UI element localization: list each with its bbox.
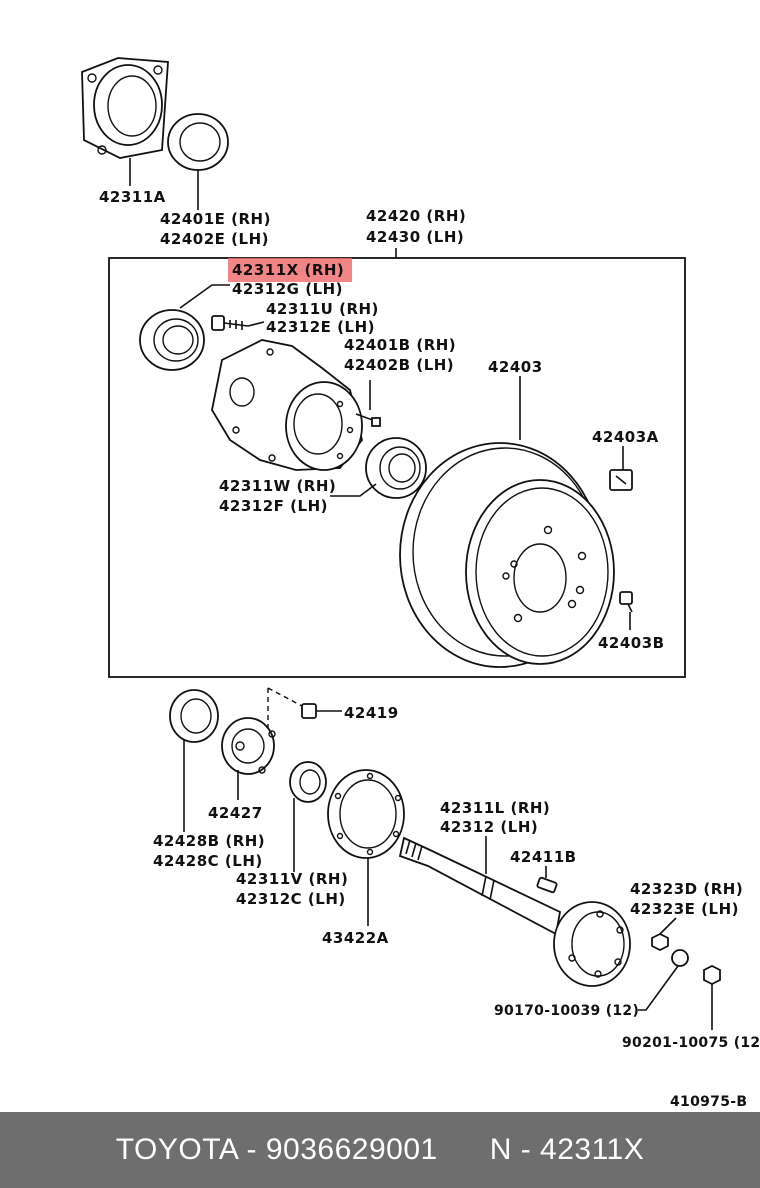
label-42312C: 42312C (LH): [236, 890, 346, 908]
highlight-42311X: [228, 258, 352, 282]
bearing-inner-part: [365, 437, 427, 499]
footer-bar: TOYOTA - 9036629001 N - 42311X: [0, 1112, 760, 1188]
nut-90201-part: [703, 964, 721, 986]
drum-clip-part: [609, 469, 633, 491]
label-42427: 42427: [208, 804, 263, 822]
housing-flange-part: [81, 57, 169, 159]
label-43422A: 43422A: [322, 929, 389, 947]
washer-90170-part: [671, 949, 689, 967]
pin-part: [355, 413, 381, 427]
axle-hub-housing-part: [211, 339, 363, 471]
bearing-outer-part: [139, 309, 205, 371]
label-42420: 42420 (RH): [366, 207, 466, 225]
label-42312F: 42312F (LH): [219, 497, 328, 515]
bolt-42419-part: [301, 703, 342, 719]
label-90170: 90170-10039 (12): [494, 1003, 639, 1019]
label-42401E: 42401E (RH): [160, 210, 271, 228]
label-42411B: 42411B: [510, 848, 577, 866]
plate-42428-part: [169, 689, 219, 743]
label-42311X: 42311X (RH): [232, 261, 344, 279]
sensor-ring-part: [221, 717, 276, 775]
drum-bolt-part: [619, 591, 633, 613]
label-42430: 42430 (LH): [366, 228, 464, 246]
label-42403B: 42403B: [598, 634, 665, 652]
label-42401B: 42401B (RH): [344, 336, 456, 354]
parts-diagram: 42311A 42401E (RH) 42402E (LH) 42420 (RH…: [81, 57, 760, 1110]
label-42419: 42419: [344, 704, 399, 722]
label-90201: 90201-10075 (12): [622, 1035, 760, 1051]
label-42311L: 42311L (RH): [440, 799, 550, 817]
hub-stud-part: [536, 876, 558, 894]
nut-42323D-part: [651, 932, 669, 952]
label-42312: 42312 (LH): [440, 818, 538, 836]
label-42403: 42403: [488, 358, 543, 376]
axle-shaft-part: [398, 836, 631, 987]
hub-bolt-part: [211, 315, 249, 331]
footer-brand-part: TOYOTA - 9036629001: [115, 1133, 438, 1166]
label-42428B: 42428B (RH): [153, 832, 265, 850]
label-42402B: 42402B (LH): [344, 356, 454, 374]
label-42323E: 42323E (LH): [630, 900, 739, 918]
footer-oem-number: N - 42311X: [489, 1133, 645, 1166]
brake-drum-part: [399, 442, 615, 668]
label-42311W: 42311W (RH): [219, 477, 336, 495]
label-42311A: 42311A: [99, 188, 166, 206]
diagram-ref-number: 410975-B: [670, 1094, 747, 1110]
label-42403A: 42403A: [592, 428, 659, 446]
label-42323D: 42323D (RH): [630, 880, 743, 898]
bearing-42311V-part: [289, 761, 327, 803]
oil-seal-top-part: [167, 113, 229, 171]
label-42428C: 42428C (LH): [153, 852, 263, 870]
label-42312G: 42312G (LH): [232, 280, 343, 298]
assembly-box: [108, 257, 686, 678]
label-42402E: 42402E (LH): [160, 230, 269, 248]
label-42312E: 42312E (LH): [266, 318, 375, 336]
gasket-part: [327, 769, 405, 859]
label-42311U: 42311U (RH): [266, 300, 379, 318]
label-42311V: 42311V (RH): [236, 870, 348, 888]
